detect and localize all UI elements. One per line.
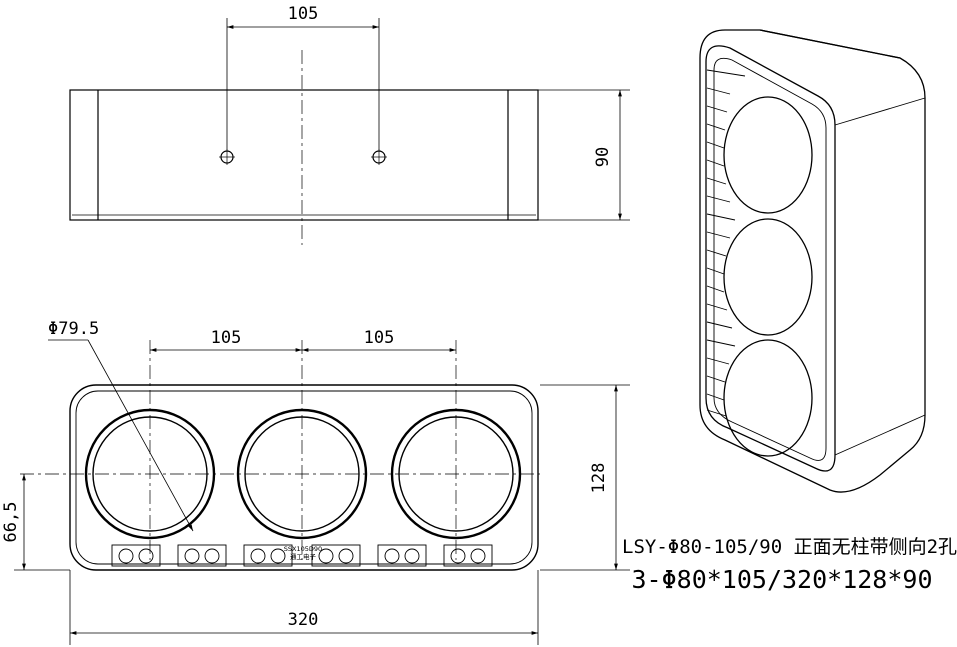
front-view bbox=[14, 339, 630, 645]
top-view bbox=[69, 18, 630, 245]
dim-hole-diameter: Φ79.5 bbox=[48, 319, 99, 339]
dim-top-hole-spacing: 105 bbox=[288, 4, 319, 24]
dim-width: 320 bbox=[288, 610, 319, 630]
dim-front-height: 128 bbox=[589, 463, 609, 494]
front-view-inner-body bbox=[75, 390, 533, 565]
nameplate-model: SSX105D90 bbox=[284, 545, 322, 553]
dim-spacing-right: 105 bbox=[364, 328, 395, 348]
dim-center-height: 66,5 bbox=[1, 502, 21, 543]
front-view-outer-body bbox=[69, 384, 539, 571]
iso-front-rim bbox=[705, 45, 836, 472]
iso-lamp-top bbox=[723, 96, 813, 214]
iso-lamp-bottom bbox=[723, 339, 813, 457]
mounting-hole-right bbox=[371, 149, 387, 165]
nameplate-maker: 通工电子 bbox=[290, 552, 317, 561]
top-view-body bbox=[69, 89, 539, 221]
isometric-view bbox=[699, 29, 926, 493]
dim-spacing-left: 105 bbox=[211, 328, 242, 348]
iso-housing-outline bbox=[699, 29, 926, 493]
caption-model-description: LSY-Φ80-105/90 正面无柱带侧向2孔 bbox=[622, 536, 957, 558]
iso-ribs bbox=[706, 69, 746, 417]
iso-lamp-middle bbox=[723, 218, 813, 336]
terminal-strip bbox=[111, 544, 493, 567]
dim-top-height: 90 bbox=[593, 147, 613, 167]
caption-dimensions: 3-Φ80*105/320*128*90 bbox=[631, 565, 933, 594]
mounting-hole-left bbox=[219, 149, 235, 165]
